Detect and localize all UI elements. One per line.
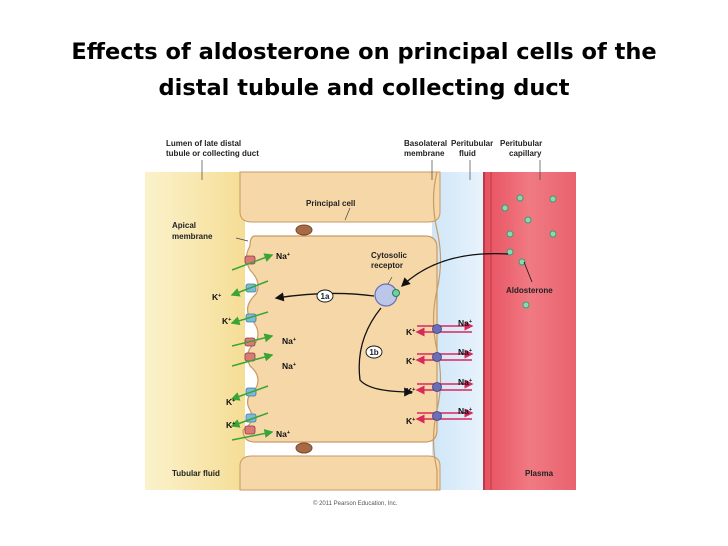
k-label: K+ [406, 416, 415, 426]
na-label: Na+ [282, 361, 296, 371]
k-label: K+ [406, 327, 415, 337]
lumen-region [145, 172, 245, 490]
na-label: Na+ [458, 377, 472, 387]
na-label: Na+ [458, 347, 472, 357]
basolateral-label-2: membrane [404, 149, 445, 158]
k-label: K+ [406, 386, 415, 396]
aldosterone-label: Aldosterone [506, 286, 553, 295]
capillary-region [484, 172, 576, 490]
slide-title: Effects of aldosterone on principal cell… [0, 34, 728, 106]
ion-labels-apical: Na+ K+ K+ Na+ Na+ K+ K+ Na+ [212, 251, 296, 439]
apical-membrane-label-2: membrane [172, 232, 213, 241]
na-label: Na+ [276, 251, 290, 261]
step-1b-badge: 1b [365, 345, 383, 359]
cytosolic-receptor-label-1: Cytosolic [371, 251, 408, 260]
peritubular-capillary-label-1: Peritubular [500, 139, 542, 148]
bound-aldosterone [392, 289, 400, 297]
aldosterone-molecule [518, 258, 526, 266]
aldosterone-entry-arrow [401, 252, 509, 287]
na-k-pumps [415, 321, 474, 424]
na-label: Na+ [458, 406, 472, 416]
k-label: K+ [222, 316, 231, 326]
na-channel [244, 425, 256, 435]
aldosterone-molecule [524, 216, 532, 224]
title-line-2: distal tubule and collecting duct [158, 75, 570, 101]
k-label: K+ [406, 356, 415, 366]
tubular-fluid-label: Tubular fluid [172, 469, 220, 478]
peritubular-capillary-label-2: capillary [509, 149, 542, 158]
aldosterone-molecule [549, 195, 557, 203]
aldosterone-molecule [501, 204, 509, 212]
pathway-1b-arrow [358, 307, 414, 397]
na-k-pump [432, 382, 442, 392]
step-1b-label: 1b [369, 348, 378, 357]
aldosterone-leader-line [523, 261, 533, 283]
na-label: Na+ [458, 318, 472, 328]
na-k-pump [432, 352, 442, 362]
cytosolic-receptor-label-2: receptor [371, 261, 403, 270]
step-1a-badge: 1a [316, 289, 334, 303]
lumen-label-1: Lumen of late distal [166, 139, 241, 148]
aldosterone-molecule [506, 248, 514, 256]
upper-cell [239, 171, 441, 223]
tight-junction-bottom [295, 442, 313, 454]
step-1a-label: 1a [321, 292, 330, 301]
lumen-label-2: tubule or collecting duct [166, 149, 259, 158]
principal-cell-label: Principal cell [306, 199, 355, 208]
plasma-label: Plasma [525, 469, 554, 478]
apical-membrane-label-1: Apical [172, 221, 196, 230]
tight-junction-top [295, 224, 313, 236]
basolateral-label-1: Basolateral [404, 139, 447, 148]
aldosterone-molecule [516, 194, 524, 202]
na-label: Na+ [282, 336, 296, 346]
peritubular-fluid-label-1: Peritubular [451, 139, 493, 148]
aldosterone-molecule [522, 301, 530, 309]
k-label: K+ [226, 420, 235, 430]
aldosterone-diagram: 1a 1b Lumen of late distal tubule or col… [145, 139, 576, 507]
title-line-1: Effects of aldosterone on principal cell… [71, 39, 657, 65]
principal-cell-body [242, 235, 438, 443]
peritubular-fluid-label-2: fluid [459, 149, 476, 158]
k-label: K+ [212, 292, 221, 302]
ion-labels-basolateral: K+ K+ K+ K+ Na+ Na+ Na+ Na+ [406, 318, 472, 426]
na-k-pump [432, 324, 442, 334]
lower-cell [239, 455, 441, 491]
aldosterone-molecule [549, 230, 557, 238]
na-label: Na+ [276, 429, 290, 439]
k-label: K+ [226, 397, 235, 407]
aldosterone-molecule [506, 230, 514, 238]
na-k-pump [432, 411, 442, 421]
copyright-notice: © 2011 Pearson Education, Inc. [313, 500, 398, 507]
